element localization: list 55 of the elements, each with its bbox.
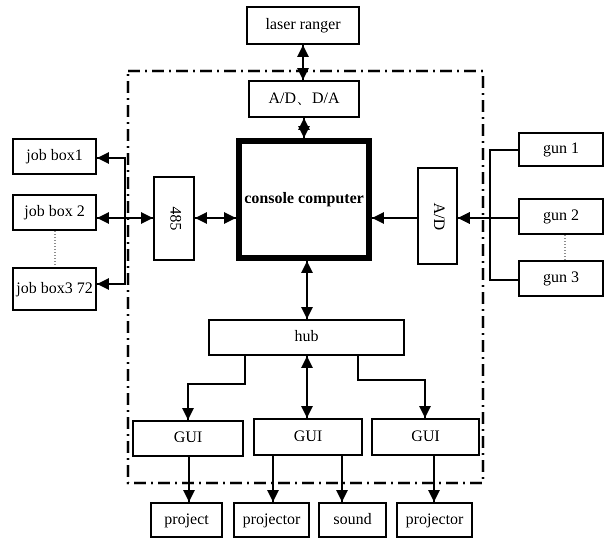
arrow [183, 457, 195, 502]
box-label: job box 2 [24, 204, 85, 221]
process-box [246, 6, 360, 45]
process-box [208, 319, 405, 356]
arrow [298, 118, 310, 138]
arrow [357, 356, 431, 418]
process-box [253, 418, 363, 456]
box-label: A/D [429, 202, 446, 230]
process-box [518, 260, 604, 297]
process-box [518, 198, 604, 235]
box-label: A/D、D/A [268, 90, 340, 108]
box-label: 485 [166, 206, 182, 230]
dotted-line [54, 230, 56, 268]
box-label: console computer [244, 191, 364, 208]
process-box [396, 502, 473, 538]
box-label: GUI [174, 430, 202, 447]
arrow [267, 456, 279, 502]
box-label: gun 2 [543, 208, 579, 225]
arrow [372, 212, 417, 224]
computer-box [236, 138, 372, 261]
process-box [233, 502, 310, 538]
box-label: GUI [294, 428, 322, 446]
box-label: projector [242, 512, 300, 528]
box-label: gun 1 [543, 141, 579, 158]
box-label: GUI [411, 428, 440, 446]
process-box [153, 176, 195, 261]
arrow [428, 456, 440, 502]
arrow [97, 212, 153, 224]
arrow [182, 356, 246, 420]
process-box [150, 502, 223, 538]
arrow [301, 356, 313, 418]
box-label: gun 3 [543, 270, 579, 287]
arrow [297, 45, 309, 80]
process-box [318, 502, 387, 538]
process-box [12, 138, 97, 175]
dotted-line [564, 234, 566, 260]
process-box [132, 420, 244, 457]
arrow [336, 456, 348, 502]
process-box [371, 418, 480, 456]
box-label: job box3 72 [16, 280, 93, 298]
box-label: projector [406, 512, 464, 528]
box-label: project [164, 512, 209, 528]
arrow [458, 212, 518, 281]
process-box [518, 132, 604, 167]
process-box [417, 167, 458, 265]
process-box [12, 267, 97, 311]
box-label: job box1 [26, 148, 83, 165]
box-label: sound [333, 512, 372, 528]
system-boundary [127, 70, 484, 484]
arrow [195, 212, 236, 224]
process-box [12, 194, 97, 231]
process-box [248, 80, 360, 118]
box-label: hub [294, 329, 318, 346]
arrow [301, 261, 313, 319]
box-label: laser ranger [265, 17, 341, 34]
